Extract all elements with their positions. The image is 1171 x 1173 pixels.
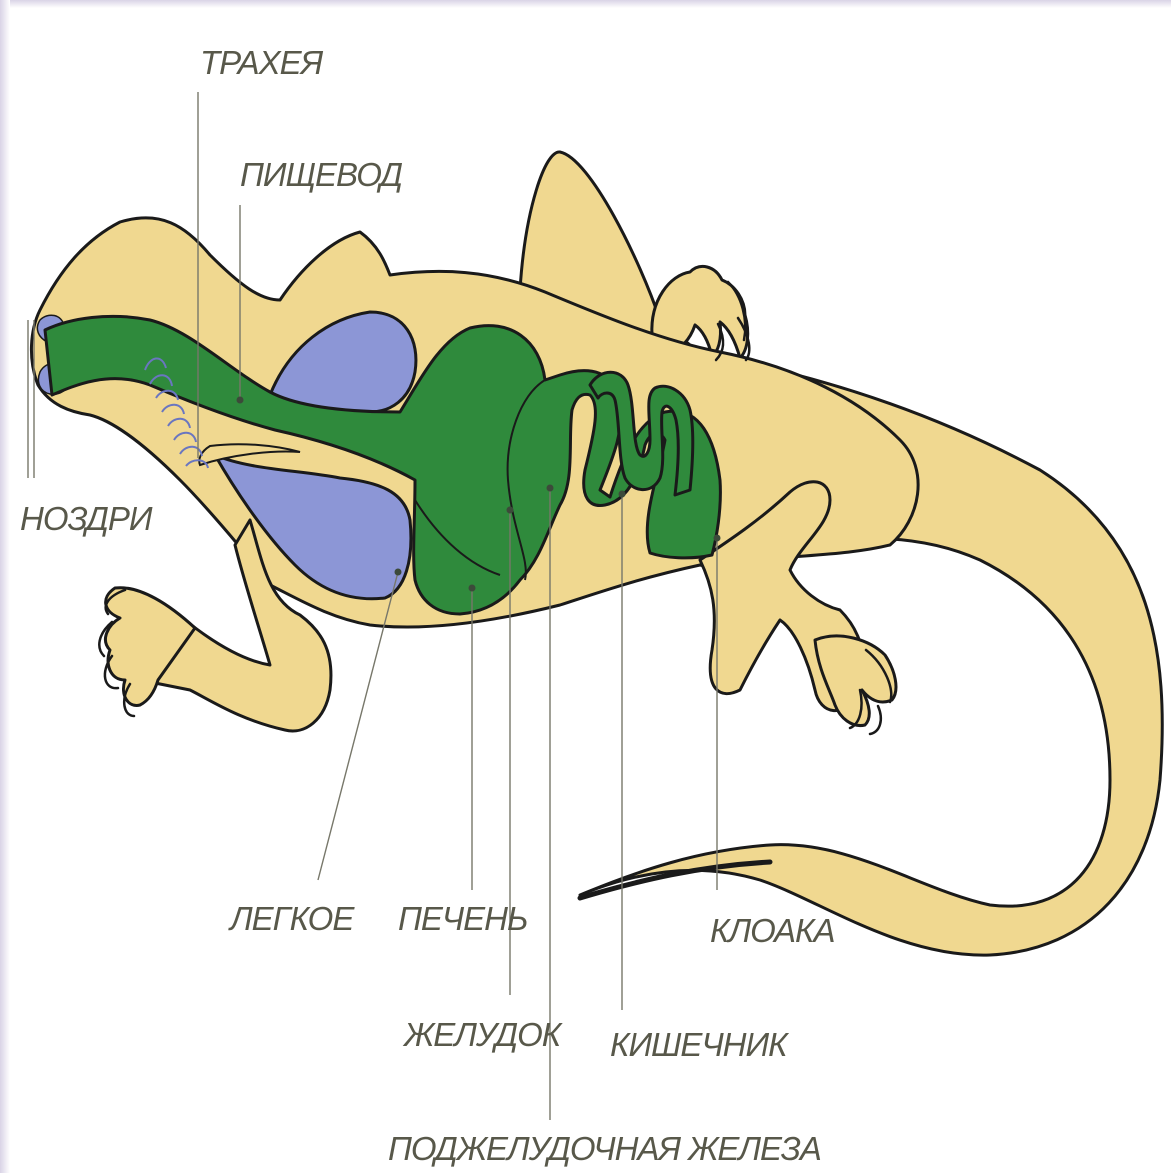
pointer-intestine (619, 491, 626, 498)
pointer-cloaca (714, 535, 721, 542)
pointer-esophagus (237, 397, 244, 404)
label-liver: ПЕЧЕНЬ (398, 900, 527, 937)
label-trachea: ТРАХЕЯ (200, 44, 324, 81)
lizard-body (31, 152, 1162, 955)
label-cloaca: КЛОАКА (710, 912, 835, 949)
label-pancreas: ПОДЖЕЛУДОЧНАЯ ЖЕЛЕЗА (388, 1130, 821, 1167)
label-esophagus: ПИЩЕВОД (240, 156, 403, 193)
label-nostrils: НОЗДРИ (20, 500, 153, 537)
label-lung: ЛЕГКОЕ (228, 900, 355, 937)
label-stomach: ЖЕЛУДОК (402, 1016, 563, 1053)
pointer-liver (469, 585, 476, 592)
label-intestine: КИШЕЧНИК (610, 1026, 789, 1063)
pointer-pancreas (547, 485, 554, 492)
pointer-stomach (507, 507, 514, 514)
rear-foot-lower (815, 636, 896, 726)
pointer-lung (395, 569, 402, 576)
